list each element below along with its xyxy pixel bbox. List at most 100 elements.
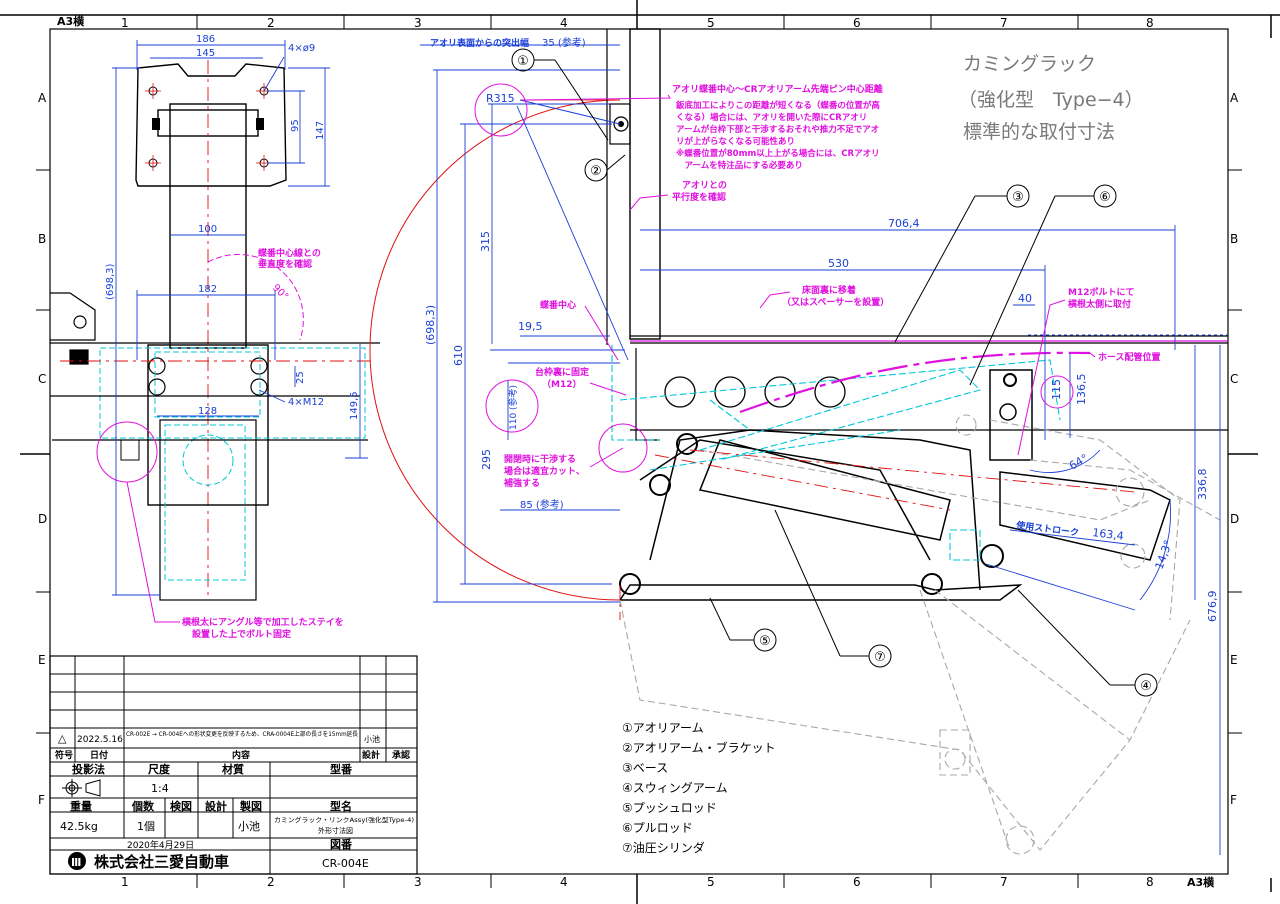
legend-item: ④スウィングアーム [622, 781, 728, 795]
dim-25: 25 [295, 371, 306, 384]
col-label: 8 [1146, 16, 1154, 30]
callout-1: ① [517, 54, 529, 69]
note-line: 鈑底加工によりこの距離が短くなる（蝶番の位置が高 [676, 100, 880, 111]
drawing-no: CR-004E [322, 857, 369, 870]
h-content: 内容 [232, 749, 250, 761]
col-label: 2 [267, 16, 275, 30]
note-line: 台枠裏に固定 [535, 366, 590, 378]
row-label: E [1230, 653, 1238, 667]
company-logo: Ⅲ [68, 852, 86, 870]
dim-protrusion-value: 35 (参考) [542, 36, 586, 49]
h-scale: 尺度 [148, 762, 171, 776]
col-label: 3 [414, 16, 422, 30]
dim-698-side: (698,3) [424, 305, 437, 345]
row-label: F [1230, 793, 1237, 807]
rotation-arc [369, 99, 621, 601]
note-line: 平行度を確認 [672, 191, 726, 203]
row-label: D [1230, 512, 1239, 526]
dim-40: 40 [1018, 292, 1032, 305]
drawing-heading: カミングラック （強化型 Type−4） 標準的な取付寸法 [958, 53, 1144, 143]
heading-line1: カミングラック [963, 53, 1096, 75]
rev-mark: △ [58, 732, 67, 745]
note-frame-fix: 台枠裏に固定（M12） [535, 366, 590, 390]
note-line: アームが台枠下部と干渉するおそれや推力不足でアオ [676, 124, 879, 135]
parts-legend: ①アオリアーム ②アオリアーム・ブラケット ③ベース ④スウィングアーム ⑤プッ… [622, 721, 776, 855]
note-line: アームを特注品にする必要あり [676, 160, 803, 171]
callout-7: ⑦ [874, 650, 886, 665]
dim-706: 706,4 [888, 217, 920, 230]
weight-value: 42.5kg [60, 820, 98, 833]
note-line: くなる）場合には、アオリを開いた際にCRアオリ [676, 112, 867, 123]
dim-315: 315 [479, 231, 492, 252]
note-line: 場合は適宜カット、 [504, 465, 585, 477]
name-line2: 外形寸法図 [318, 826, 353, 835]
col-label: 2 [267, 875, 275, 889]
heading-line2: （強化型 Type−4） [958, 89, 1144, 111]
note-hose: ホース配管位置 [1098, 351, 1161, 363]
h-name: 型名 [330, 799, 352, 813]
callout-2: ② [590, 164, 602, 179]
row-label: A [38, 91, 47, 105]
h-weight: 重量 [70, 799, 92, 813]
note-hinge-title: アオリ蝶番中心〜CRアオリアーム先端ピン中心距離 [672, 83, 883, 95]
col-label: 5 [707, 875, 715, 889]
h-design: 設計 [362, 749, 380, 761]
sheet-size-label: A3横 [57, 14, 85, 28]
dim-145: 145 [196, 48, 215, 59]
dim-610: 610 [452, 345, 465, 366]
front-top-plate [135, 63, 287, 187]
row-label: C [38, 372, 46, 386]
note-angle-stay: 横根太にアングル等で加工したステイを設置した上でボルト固定 [182, 616, 344, 640]
name-line1: カミングラック・リンクAssy(強化型Type-4) [274, 815, 414, 824]
front-view: 186 145 4×ø9 95 147 100 (698,3) 182 128 … [50, 34, 380, 640]
logo-mark: Ⅲ [71, 856, 81, 869]
note-line: 横根太側に取付 [1068, 298, 1131, 310]
note-hinge-vertical: 蝶番中心線との垂直度を確認 [258, 247, 321, 270]
rev-date: 2022.5.16 [77, 735, 123, 745]
note-line: 開閉時に干渉する [504, 453, 576, 465]
dim-stroke-value: 163,4 [1092, 526, 1125, 543]
note-line: 床面裏に移着 [802, 284, 856, 296]
row-label: C [1230, 372, 1238, 386]
legend-item: ⑤プッシュロッド [622, 801, 717, 815]
row-label: A [1230, 91, 1239, 105]
row-label: F [38, 793, 45, 807]
note-m12bolt: M12ボルトにて横根太側に取付 [1068, 286, 1134, 310]
col-label: 7 [1000, 16, 1008, 30]
tailgate [629, 28, 661, 340]
row-label: D [38, 512, 47, 526]
row-label: B [38, 232, 46, 246]
note-line: ※蝶番位置が80mm以上上がる場合には、CRアオリ [676, 148, 880, 159]
note-interference: 開閉時に干渉する場合は適宜カット、補強する [503, 453, 585, 489]
col-label: 3 [414, 875, 422, 889]
col-label: 1 [121, 875, 129, 889]
dim-149: 149,5 [349, 391, 360, 420]
dim-676: 676,9 [1206, 591, 1219, 623]
note-floor: 床面裏に移着（又はスペーサーを設置） [782, 284, 889, 308]
note-line: アオリとの [682, 180, 727, 191]
company-name: 株式会社三愛自動車 [94, 853, 229, 871]
dim-186: 186 [196, 34, 215, 45]
h-material: 材質 [222, 762, 244, 776]
rev-text: CR-002E → CR-004Eへの形状変更を反映するため、CRA-0004E… [126, 730, 358, 738]
row-label: B [1230, 232, 1238, 246]
note-hinge-center: 蝶番中心 [540, 299, 576, 311]
col-label: 4 [560, 875, 568, 889]
dim-protrusion-label: アオリ表面からの突出幅 [430, 37, 529, 49]
side-view: アオリ表面からの突出幅 35 (参考) R315 315 (698,3) 610… [369, 28, 1228, 855]
note-line: 横根太にアングル等で加工したステイを [182, 616, 344, 628]
drawer-value: 小池 [238, 820, 260, 833]
col-label: 1 [121, 16, 129, 30]
projection-symbol [62, 779, 101, 797]
note-line: リが上がらなくなる可能性あり [676, 136, 795, 147]
h-inspect: 検図 [170, 799, 192, 813]
note-line: 垂直度を確認 [258, 258, 312, 270]
h-drawing-no: 図番 [330, 837, 353, 851]
legend-item: ②アオリアーム・ブラケット [622, 740, 776, 755]
h-approve: 承認 [392, 749, 410, 761]
row-label: E [38, 653, 46, 667]
dim-bolts: 4×M12 [288, 397, 324, 408]
callout-5: ⑤ [759, 634, 771, 649]
dim-698-front: (698,3) [105, 263, 116, 300]
